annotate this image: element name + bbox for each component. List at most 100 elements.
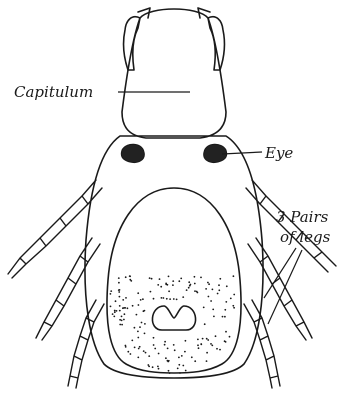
stipple-dot	[134, 327, 136, 329]
stipple-dot	[153, 337, 155, 339]
stipple-dot	[118, 289, 120, 291]
stipple-dot	[115, 300, 117, 302]
stipple-dot	[230, 298, 232, 300]
stipple-dot	[172, 280, 174, 282]
stipple-dot	[163, 297, 165, 299]
stipple-dot	[186, 289, 188, 291]
stipple-dot	[149, 277, 151, 279]
stipple-dot	[168, 360, 170, 362]
stipple-dot	[194, 290, 196, 292]
stipple-dot	[119, 296, 121, 298]
stipple-dot	[176, 299, 178, 301]
stipple-dot	[215, 335, 217, 337]
stipple-dot	[233, 275, 235, 277]
stipple-dot	[138, 304, 140, 306]
stipple-dot	[134, 347, 136, 349]
stipple-dot	[113, 316, 115, 318]
stipple-dot	[121, 324, 123, 326]
stippled-area	[110, 275, 236, 374]
stipple-dot	[153, 344, 155, 346]
stipple-dot	[110, 293, 112, 295]
stipple-dot	[184, 351, 186, 353]
stipple-dot	[151, 278, 153, 280]
stipple-dot	[154, 348, 156, 350]
stipple-dot	[207, 339, 209, 341]
stipple-dot	[211, 345, 213, 347]
stipple-dot	[233, 294, 235, 296]
stipple-dot	[197, 292, 199, 294]
stipple-dot	[222, 316, 224, 318]
stipple-dot	[185, 370, 187, 372]
stipple-dot	[165, 357, 167, 359]
stipple-dot	[173, 344, 175, 346]
stipple-dot	[178, 364, 180, 366]
legs-label-line-2: of legs	[280, 228, 331, 246]
stipple-dot	[119, 319, 121, 321]
stipple-dot	[218, 289, 220, 291]
stipple-dot	[189, 285, 191, 287]
stipple-dot	[194, 360, 196, 362]
right-leg-2	[248, 238, 312, 340]
stipple-dot	[188, 281, 190, 283]
stipple-dot	[172, 284, 174, 286]
stipple-dot	[232, 305, 234, 307]
stipple-dot	[198, 347, 200, 349]
stipple-dot	[118, 282, 120, 284]
stipple-dot	[216, 348, 218, 350]
stipple-dot	[224, 316, 226, 318]
stipple-dot	[197, 344, 199, 346]
stipple-dot	[182, 296, 184, 298]
stipple-dot	[127, 307, 129, 309]
stipple-dot	[168, 290, 170, 292]
stipple-dot	[188, 287, 190, 289]
stipple-dot	[167, 348, 169, 350]
stipple-dot	[137, 331, 139, 333]
stipple-dot	[157, 366, 159, 368]
anal-aperture	[152, 306, 195, 330]
stipple-dot	[161, 297, 163, 299]
stipple-dot	[130, 353, 132, 355]
stipple-dot	[168, 276, 170, 278]
stipple-dot	[177, 368, 179, 370]
stipple-dot	[118, 277, 120, 279]
stipple-dot	[204, 323, 206, 325]
right-leg-3	[244, 300, 280, 388]
stipple-dot	[141, 322, 143, 324]
stipple-dot	[206, 352, 208, 354]
stipple-dot	[131, 340, 133, 342]
stipple-dot	[166, 298, 168, 300]
stipple-dot	[116, 310, 118, 312]
stipple-dot	[203, 307, 205, 309]
stipple-dot	[119, 324, 121, 326]
right-leg-1	[246, 180, 336, 272]
stipple-dot	[122, 299, 124, 301]
stipple-dot	[144, 323, 146, 325]
stipple-dot	[194, 276, 196, 278]
stipple-dot	[200, 343, 202, 345]
stipple-dot	[205, 288, 207, 290]
stipple-dot	[213, 316, 215, 318]
stipple-dot	[148, 366, 150, 368]
left-eye	[121, 144, 144, 162]
stipple-dot	[119, 310, 121, 312]
stipple-dot	[179, 372, 181, 374]
stipple-dot	[210, 300, 212, 302]
stipple-dot	[158, 368, 160, 370]
legs-label-line-1: 3 Pairs	[276, 208, 329, 226]
stipple-dot	[225, 301, 227, 303]
stipple-dot	[219, 278, 221, 280]
stipple-dot	[218, 284, 220, 286]
stipple-dot	[137, 357, 139, 359]
stipple-dot	[119, 305, 121, 307]
stipple-dot	[212, 309, 214, 311]
stipple-dot	[144, 333, 146, 335]
stipple-dot	[125, 297, 127, 299]
stipple-dot	[145, 352, 147, 354]
stipple-dot	[124, 313, 126, 315]
stipple-dot	[208, 296, 210, 298]
stipple-dot	[125, 345, 127, 347]
stipple-dot	[129, 275, 131, 277]
stipple-dot	[150, 291, 152, 293]
stipple-dot	[160, 286, 162, 288]
stipple-dot	[224, 340, 226, 342]
